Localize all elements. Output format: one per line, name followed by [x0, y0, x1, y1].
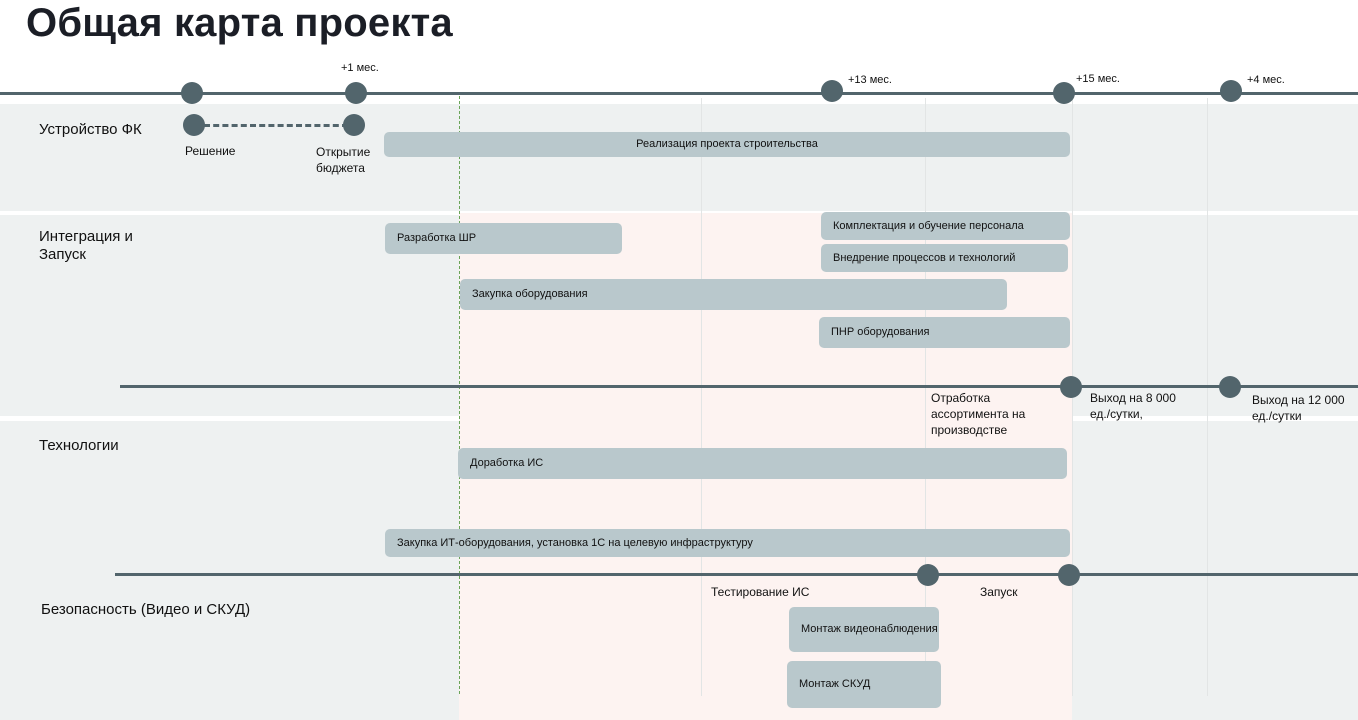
timeline-milestone-15m[interactable] — [1053, 82, 1075, 104]
page-title: Общая карта проекта — [26, 1, 453, 45]
timeline-milestone[interactable] — [181, 82, 203, 104]
group-label-fk: Устройство ФК — [39, 121, 142, 138]
label-plus-15-months: +15 мес. — [1076, 73, 1120, 85]
grid-line — [1207, 98, 1208, 696]
bar-skud[interactable]: Монтаж СКУД — [787, 661, 941, 708]
group-label-security: Безопасность (Видео и СКУД) — [41, 601, 251, 618]
label-budget: Открытие бюджета — [316, 145, 371, 175]
label-assortment: Отработка ассортимента на производстве — [931, 391, 1026, 437]
milestone-12000[interactable] — [1219, 376, 1241, 398]
bar-equipment[interactable]: Закупка оборудования — [460, 279, 1007, 310]
timeline-milestone-13m[interactable] — [821, 80, 843, 102]
milestone-testing[interactable] — [917, 564, 939, 586]
group-label-integration: Интеграция и Запуск — [39, 228, 133, 263]
tech-timeline — [115, 573, 1358, 576]
group-label-tech: Технологии — [39, 437, 119, 454]
timeline-milestone-1m[interactable] — [345, 82, 367, 104]
milestone-8000[interactable] — [1060, 376, 1082, 398]
milestone-decision[interactable] — [183, 114, 205, 136]
grid-line — [701, 98, 702, 696]
bar-it-equipment[interactable]: Закупка ИТ-оборудования, установка 1С на… — [385, 529, 1070, 557]
milestone-launch[interactable] — [1058, 564, 1080, 586]
label-output-8000: Выход на 8 000 ед./сутки, — [1090, 391, 1176, 421]
bar-pnr[interactable]: ПНР оборудования — [819, 317, 1070, 348]
bar-video[interactable]: Монтаж видеонаблюдения — [789, 607, 939, 652]
label-launch: Запуск — [980, 585, 1018, 599]
label-output-12000: Выход на 12 000 ед./сутки — [1252, 393, 1345, 423]
label-decision: Решение — [185, 144, 236, 158]
timeline-milestone-4m[interactable] — [1220, 80, 1242, 102]
label-plus-13-months: +13 мес. — [848, 74, 892, 86]
today-marker-line — [459, 96, 460, 694]
bar-staff[interactable]: Комплектация и обучение персонала — [821, 212, 1070, 240]
bar-construction[interactable]: Реализация проекта строительства — [384, 132, 1070, 157]
milestone-budget[interactable] — [343, 114, 365, 136]
bar-is-development[interactable]: Доработка ИС — [458, 448, 1067, 479]
label-plus-1-month: +1 мес. — [341, 62, 379, 74]
main-timeline — [0, 92, 1358, 95]
bar-shr[interactable]: Разработка ШР — [385, 223, 622, 254]
band-fk — [0, 104, 1358, 211]
grid-line — [925, 98, 926, 696]
label-plus-4-months: +4 мес. — [1247, 74, 1285, 86]
decision-budget-connector — [204, 124, 348, 127]
label-testing: Тестирование ИС — [711, 585, 810, 599]
integration-timeline — [120, 385, 1358, 388]
bar-processes[interactable]: Внедрение процессов и технологий — [821, 244, 1068, 272]
